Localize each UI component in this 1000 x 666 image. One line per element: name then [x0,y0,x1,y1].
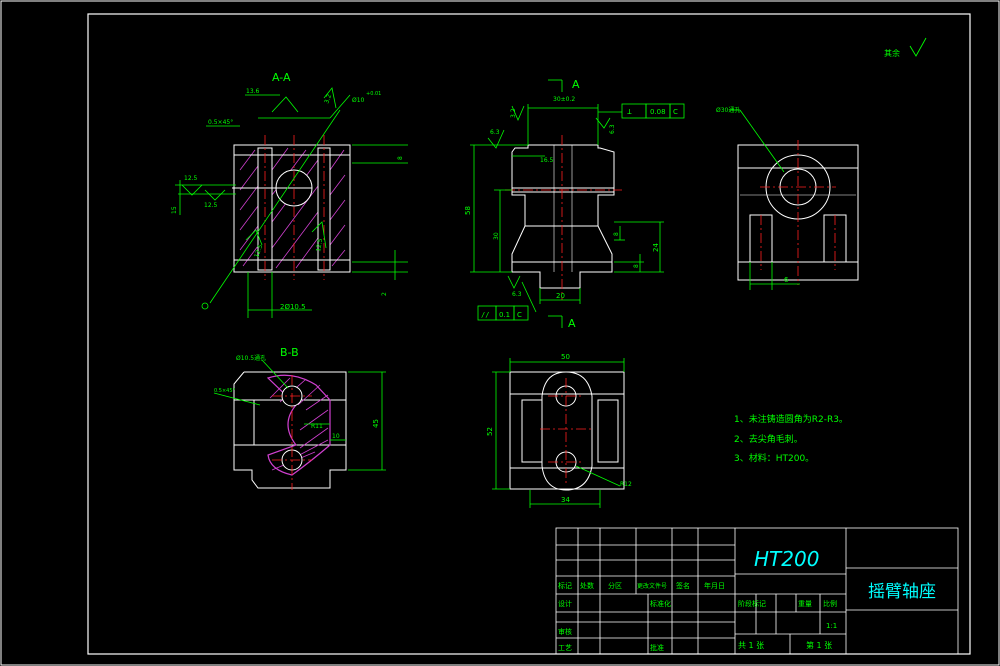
side-rough-4: 6.3 [609,124,616,134]
bb-dim: 10 [332,433,340,440]
end-bottom-dim: 6 [784,276,789,284]
end-hole-dim: Ø30通孔 [716,106,740,114]
view-arrow-label-bottom: A [568,317,576,330]
bb-hole-dim: Ø10.5通孔 [236,354,266,362]
section-aa-label: A-A [272,71,291,84]
process-label: 工艺 [558,644,572,652]
row-label-count: 处数 [580,581,594,590]
bottom-radius-dim: R12 [620,481,632,488]
aa-bottom-right-dim: 2 [381,292,388,296]
bb-dimensions [213,359,386,471]
row-label-change-doc: 更改文件号 [637,582,667,590]
scale-value: 1:1 [826,622,837,630]
weight-label: 重量 [798,600,812,608]
side-rough-2: 6.3 [490,129,500,136]
bb-radius-dim: R11 [311,423,323,430]
note-2: 2、去尖角毛刺。 [734,433,803,445]
end-centerlines [760,140,836,285]
side-top-dim: 30±0.2 [553,96,575,103]
aa-hole-tol: +0.01 [366,91,381,97]
side-centerlines [505,135,622,300]
side-geom-tol-symbol: ⊥ [627,107,632,116]
view-arrow-label-top: A [572,78,580,91]
row-label-date: 年月日 [704,581,725,590]
title-block [555,527,959,655]
roughness-note: 其余 [884,37,927,58]
design-label: 设计 [558,599,572,608]
bottom-view: 50 52 34 R12 [486,353,632,508]
side-outline [511,144,615,289]
section-view-bb: B-B Ø10.5通孔 0.5×45° [213,346,386,490]
roughness-note-text: 其余 [884,48,900,58]
bottom-centerlines [540,378,592,484]
bottom-width-dim: 50 [561,353,570,361]
part-name-text: 摇臂轴座 [868,582,936,602]
bottom-dimensions [492,358,625,508]
end-dimensions [730,109,800,290]
aa-left-dim: 15 [171,206,178,214]
aa-hole-dim: Ø10 [352,97,365,104]
bottom-boss [541,371,593,491]
aa-bottom-dim: 2Ø10.5 [280,303,306,311]
side-par-ref: C [517,311,522,319]
side-height2-dim: 30 [493,232,500,240]
aa-top-dim: 13.6 [246,88,260,95]
row-label-mark: 标记 [558,581,572,590]
side-rough: 3.2 [510,108,517,118]
title-block-text: HT200 摇臂轴座 标记 处数 分区 更改文件号 签名 年月日 设计 标准化 … [558,547,936,652]
note-3: 3、材料：HT200。 [734,452,814,464]
section-view-aa: A-A [171,71,408,318]
material-text: HT200 [754,547,819,571]
aa-rough-4: 3.2 [323,93,333,105]
side-geom-tol-ref: C [673,108,678,116]
bb-centerlines [272,375,312,490]
side-view: A A [464,78,685,330]
side-right2-dim: 8 [633,264,640,268]
aa-body [233,144,351,273]
end-view: Ø30通孔 6 [716,106,859,290]
side-bottom-dim: 20 [556,292,565,300]
side-par-symbol: // [481,311,489,319]
roughness-symbol [909,37,927,57]
sheet-number: 第 1 张 [806,640,832,650]
side-height-dim: 58 [464,206,472,215]
standardize-label: 标准化 [650,599,671,608]
aa-dimensions [175,87,408,318]
aa-rough-1: 12.5 [184,175,198,182]
side-rough-3: 16.5 [540,157,554,164]
bb-height-dim: 45 [372,419,380,428]
side-rough-5: 6.3 [512,291,522,298]
total-sheets: 共 1 张 [738,641,764,650]
technical-notes: 1、未注铸造圆角为R2-R3。 2、去尖角毛刺。 3、材料：HT200。 [734,413,848,464]
side-dimensions [470,79,685,328]
aa-right-dim: 8 [397,156,404,160]
row-label-signature: 签名 [676,581,690,590]
aa-centerlines [264,135,325,280]
aa-rough-3b: 12.5 [315,238,324,253]
side-right3-dim: 24 [652,243,660,252]
scale-label: 比例 [823,599,837,608]
section-bb-label: B-B [280,346,299,359]
frame-border [87,13,971,655]
side-par-value: 0.1 [499,311,510,319]
note-1: 1、未注铸造圆角为R2-R3。 [734,413,848,425]
aa-rough-3: 12.5 [253,244,264,259]
bb-outline [233,371,347,489]
bottom-height-dim: 52 [486,427,494,436]
side-right1-dim: 8 [613,232,620,236]
bb-chamfer-dim: 0.5×45° [214,388,236,394]
review-label: 审核 [558,627,572,636]
aa-rough-2: 12.5 [204,202,218,209]
bottom-width2-dim: 34 [561,496,570,504]
approve-label: 批准 [650,643,664,652]
row-label-zone: 分区 [608,581,622,590]
aa-chamfer-dim: 0.5×45° [208,119,233,126]
stage-mark-label: 阶段标记 [738,599,766,608]
side-geom-tol-value: 0.08 [650,108,666,116]
